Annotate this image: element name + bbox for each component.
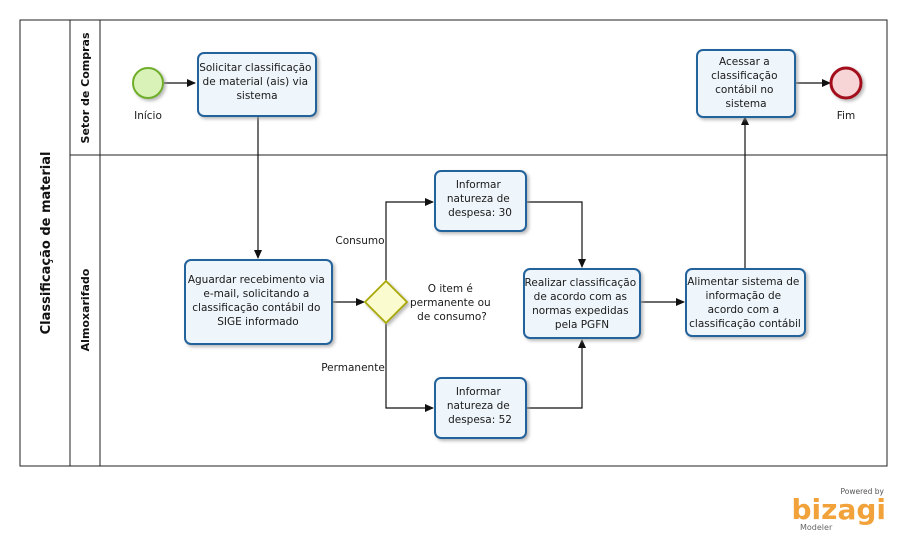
task-alimentar-line-1: Alimentar sistema de (687, 276, 799, 288)
task-realizar-line-1: Realizar classificação (525, 277, 637, 289)
branch-label-consumo: Consumo (335, 235, 384, 247)
task-acessar-line-4: sistema (725, 98, 766, 110)
svg-text:Acessar a classificação: Acessar a classificação contábil no sist… (711, 56, 781, 110)
lane-label-almoxarifado: Almoxarifado (79, 268, 92, 351)
end-event-label: Fim (837, 110, 855, 122)
task-alimentar-line-4: classificação contábil (689, 318, 801, 330)
task-aguardar-line-1: Aguardar recebimento via (188, 274, 325, 286)
task-informar-30-line-1: Informar (456, 179, 502, 191)
svg-text:Informar natureza de: Informar natureza de despesa: 30 (447, 179, 513, 219)
task-realizar[interactable]: Realizar classificação de acordo com as … (523, 268, 641, 339)
task-acessar-line-3: contábil no (715, 84, 773, 96)
start-event-label: Início (134, 110, 162, 122)
task-informar-52-line-2: natureza de (447, 400, 510, 412)
task-informar-30-line-3: despesa: 30 (448, 207, 512, 219)
svg-text:Informar natureza de: Informar natureza de despesa: 52 (447, 386, 513, 426)
task-informar-52-line-3: despesa: 52 (448, 414, 512, 426)
svg-text:Realizar classificação d: Realizar classificação de acordo com as … (525, 277, 640, 331)
flow-gateway-to-informar52 (385, 323, 434, 412)
lane-label-compras: Setor de Compras (79, 32, 92, 143)
task-realizar-line-3: normas expedidas (532, 305, 628, 317)
task-alimentar-line-3: acordo com a (708, 304, 779, 316)
sequence-flows (164, 79, 831, 412)
task-informar-52-line-1: Informar (456, 386, 502, 398)
modeler-text: Modeler (800, 523, 833, 532)
flow-informar52-to-realizar (526, 339, 586, 409)
start-event[interactable]: Início (132, 67, 164, 122)
svg-text:Solicitar classificação: Solicitar classificação de material (ais… (199, 62, 315, 102)
gateway-question-line-2: permanente ou (410, 297, 491, 309)
task-acessar-line-2: classificação (711, 70, 777, 82)
task-acessar-line-1: Acessar a (719, 56, 770, 68)
task-realizar-line-4: pela PGFN (555, 319, 609, 331)
task-realizar-line-2: de acordo com as (534, 291, 627, 303)
exclusive-gateway[interactable] (363, 279, 409, 325)
svg-text:Alimentar sistema de inf: Alimentar sistema de informação de acord… (687, 276, 802, 330)
task-solicitar-line-1: Solicitar classificação (199, 62, 311, 74)
task-alimentar[interactable]: Alimentar sistema de informação de acord… (685, 268, 806, 337)
branch-label-permanente: Permanente (321, 362, 385, 374)
pool-title: Classificação de material (39, 152, 54, 335)
task-informar-30-line-2: natureza de (447, 193, 510, 205)
end-event[interactable]: Fim (829, 66, 863, 122)
task-informar-30[interactable]: Informar natureza de despesa: 30 (434, 170, 527, 232)
task-aguardar-line-3: classificação contábil do (192, 302, 320, 314)
bizagi-branding: Powered by bizagi Modeler (792, 487, 886, 532)
task-informar-52[interactable]: Informar natureza de despesa: 52 (434, 377, 527, 439)
flow-gateway-to-informar30 (385, 198, 434, 281)
powered-by-text: Powered by (841, 487, 885, 496)
flow-informar30-to-realizar (526, 201, 586, 268)
gateway-question-line-1: O item é (428, 283, 473, 295)
task-acessar[interactable]: Acessar a classificação contábil no sist… (696, 49, 796, 118)
task-aguardar[interactable]: Aguardar recebimento via e-mail, solicit… (184, 259, 333, 345)
task-solicitar-line-2: de material (ais) via (203, 76, 309, 88)
task-aguardar-line-4: SIGE informado (217, 316, 298, 328)
bizagi-logo: bizagi (792, 493, 886, 526)
task-aguardar-line-2: e-mail, solicitando a (203, 288, 309, 300)
gateway-question-line-3: de consumo? (417, 311, 487, 323)
task-alimentar-line-2: informação de (706, 290, 782, 302)
task-solicitar[interactable]: Solicitar classificação de material (ais… (197, 52, 317, 117)
gateway-question: O item é permanente ou de consumo? (410, 283, 494, 323)
svg-text:Aguardar recebimento via: Aguardar recebimento via e-mail, solicit… (188, 274, 328, 328)
task-solicitar-line-3: sistema (236, 90, 277, 102)
